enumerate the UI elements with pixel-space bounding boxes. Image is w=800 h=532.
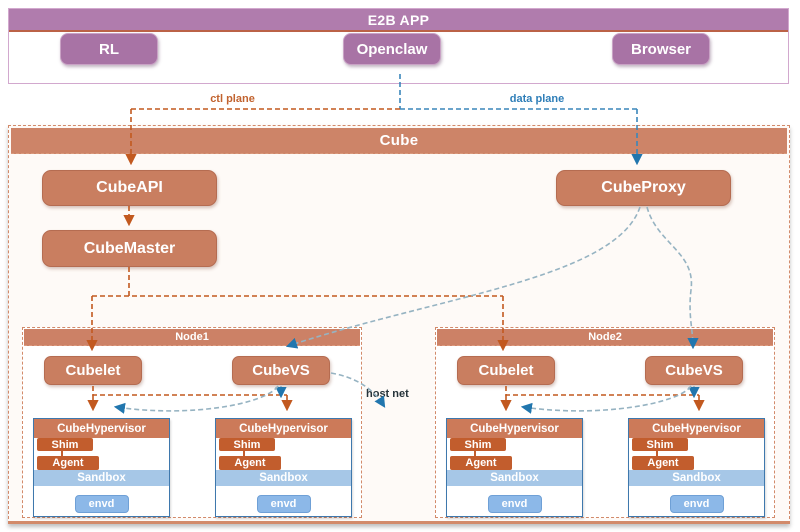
hypervisor-box: CubeHypervisor Shim Agent Sandbox envd bbox=[446, 418, 583, 517]
ctl-plane-label: ctl plane bbox=[210, 93, 255, 105]
sandbox-bar: Sandbox bbox=[629, 470, 764, 486]
shim-box: Shim bbox=[37, 438, 93, 451]
shim-agent-link bbox=[656, 451, 658, 456]
data-plane-label: data plane bbox=[509, 93, 565, 105]
agent-box: Agent bbox=[632, 456, 694, 470]
sandbox-bar: Sandbox bbox=[216, 470, 351, 486]
cubeapi-box: CubeAPI bbox=[42, 170, 217, 206]
envd-box: envd bbox=[256, 495, 311, 513]
hypervisor-title: CubeHypervisor bbox=[447, 419, 582, 438]
rl-box: RL bbox=[60, 33, 158, 65]
cubemaster-box: CubeMaster bbox=[42, 230, 217, 267]
hypervisor-title: CubeHypervisor bbox=[216, 419, 351, 438]
agent-box: Agent bbox=[219, 456, 281, 470]
envd-box: envd bbox=[669, 495, 724, 513]
cubeproxy-box: CubeProxy bbox=[556, 170, 731, 206]
shim-agent-link bbox=[243, 451, 245, 456]
shim-agent-link bbox=[61, 451, 63, 456]
node2-cubelet-box: Cubelet bbox=[457, 356, 555, 385]
envd-box: envd bbox=[487, 495, 542, 513]
sandbox-bar: Sandbox bbox=[447, 470, 582, 486]
cube-title: Cube bbox=[11, 128, 787, 154]
browser-box: Browser bbox=[612, 33, 710, 65]
hypervisor-box: CubeHypervisor Shim Agent Sandbox envd bbox=[215, 418, 352, 517]
agent-box: Agent bbox=[37, 456, 99, 470]
agent-box: Agent bbox=[450, 456, 512, 470]
node2-title: Node2 bbox=[437, 329, 773, 346]
shim-box: Shim bbox=[632, 438, 688, 451]
hypervisor-box: CubeHypervisor Shim Agent Sandbox envd bbox=[33, 418, 170, 517]
envd-box: envd bbox=[74, 495, 129, 513]
shim-box: Shim bbox=[219, 438, 275, 451]
hypervisor-box: CubeHypervisor Shim Agent Sandbox envd bbox=[628, 418, 765, 517]
sandbox-bar: Sandbox bbox=[34, 470, 169, 486]
host-net-label: host net bbox=[366, 388, 409, 400]
hypervisor-title: CubeHypervisor bbox=[629, 419, 764, 438]
shim-box: Shim bbox=[450, 438, 506, 451]
node1-title: Node1 bbox=[24, 329, 360, 346]
node2-cubevs-box: CubeVS bbox=[645, 356, 743, 385]
hypervisor-title: CubeHypervisor bbox=[34, 419, 169, 438]
e2b-app-title: E2B APP bbox=[9, 9, 788, 32]
node1-cubelet-box: Cubelet bbox=[44, 356, 142, 385]
openclaw-box: Openclaw bbox=[343, 33, 441, 65]
shim-agent-link bbox=[474, 451, 476, 456]
node1-cubevs-box: CubeVS bbox=[232, 356, 330, 385]
